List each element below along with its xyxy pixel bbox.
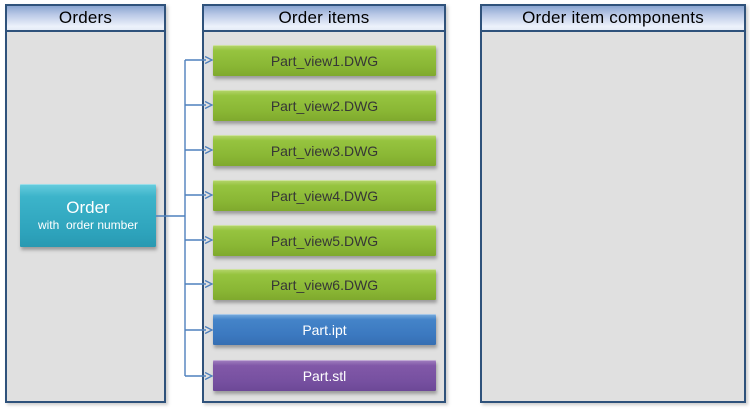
order-item-node: Part_view5.DWG <box>213 225 436 256</box>
order-node-subtitle: with order number <box>37 218 139 232</box>
order-item-node: Part_view6.DWG <box>213 269 436 300</box>
order-items-panel-header: Order items <box>204 6 444 32</box>
order-node-title: Order <box>66 198 110 217</box>
orders-panel: Orders Order with order number <box>5 4 166 403</box>
orders-panel-header: Orders <box>7 6 164 32</box>
order-item-node: Part.ipt <box>213 314 436 345</box>
orders-panel-title: Orders <box>58 8 113 27</box>
order-items-panel: Order items Part_view1.DWG Part_view2.DW… <box>202 4 446 403</box>
order-item-components-panel: Order item components <box>480 4 746 403</box>
order-item-node: Part_view4.DWG <box>213 180 436 211</box>
order-item-node: Part_view1.DWG <box>213 45 436 76</box>
order-items-panel-title: Order items <box>278 8 370 27</box>
order-item-node: Part_view2.DWG <box>213 90 436 121</box>
order-item-node: Part_view3.DWG <box>213 135 436 166</box>
order-item-node: Part.stl <box>213 360 436 391</box>
order-item-components-panel-header: Order item components <box>482 6 744 32</box>
order-item-components-panel-title: Order item components <box>522 8 704 27</box>
order-node: Order with order number <box>20 184 156 247</box>
